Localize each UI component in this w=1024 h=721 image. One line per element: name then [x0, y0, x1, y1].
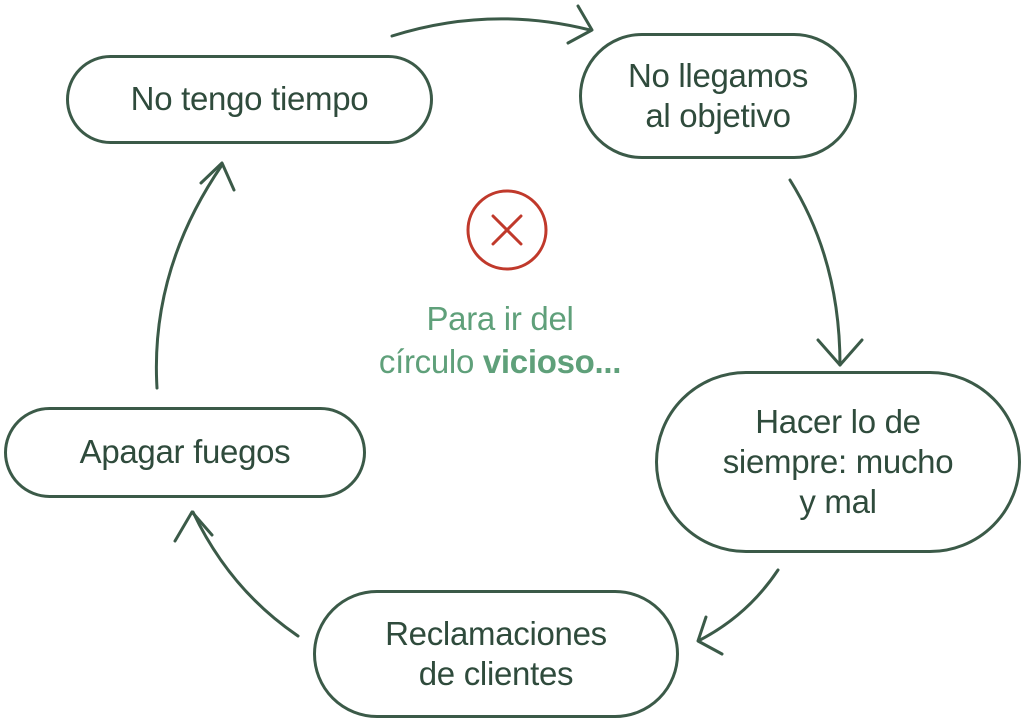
node-apagar-fuegos: Apagar fuegos: [4, 407, 366, 498]
arrow-3-to-4: [696, 568, 780, 656]
node-reclamaciones-de-clientes: Reclamaciones de clientes: [313, 590, 679, 718]
arrow-1-to-2: [390, 4, 594, 45]
node-label: Apagar fuegos: [79, 433, 291, 471]
arrow-5-to-1: [154, 161, 236, 390]
caption-line-2: círculo vicioso...: [340, 341, 660, 384]
arrow-4-to-5: [173, 510, 300, 638]
arrow-2-to-3: [788, 178, 864, 367]
caption-line-2-bold: vicioso...: [482, 342, 622, 380]
node-label: Reclamaciones de clientes: [385, 614, 607, 692]
node-label: No llegamos al objetivo: [627, 56, 809, 134]
node-hacer-lo-de-siempre: Hacer lo de siempre: mucho y mal: [655, 371, 1021, 553]
x-circle-icon: [466, 189, 548, 271]
caption-line-2-prefix: círculo: [378, 342, 483, 380]
node-no-llegamos-al-objetivo: No llegamos al objetivo: [579, 33, 857, 159]
node-no-tengo-tiempo: No tengo tiempo: [66, 55, 433, 144]
node-label: Hacer lo de siempre: mucho y mal: [722, 402, 954, 521]
node-label: No tengo tiempo: [130, 80, 369, 118]
center-caption: Para ir del círculo vicioso...: [340, 298, 660, 384]
caption-line-1: Para ir del: [426, 300, 574, 337]
